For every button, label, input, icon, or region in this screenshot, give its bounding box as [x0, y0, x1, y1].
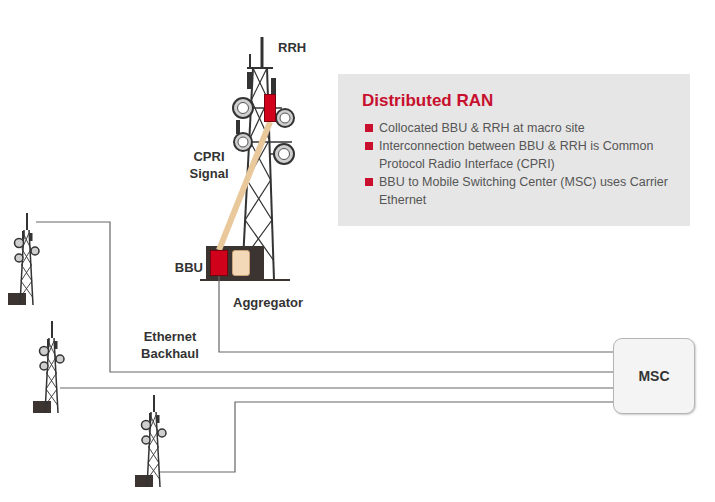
text-row: BBU to Mobile Switching Center (MSC) use…	[362, 173, 674, 209]
ethernet-backhaul-link	[219, 276, 613, 352]
text-row: MSC	[638, 368, 669, 384]
bullet-text: Interconnection between BBU & RRH is Com…	[379, 137, 674, 173]
info-panel: Distributed RAN Collocated BBU & RRH at m…	[338, 74, 690, 226]
cpri-link	[219, 122, 270, 250]
text-row: Interconnection between BBU & RRH is Com…	[362, 137, 674, 173]
backhaul-wires	[36, 222, 613, 472]
signal-label: CPRI Signal	[183, 148, 235, 182]
node-label: Aggregator	[233, 295, 303, 310]
bbu-unit: BBU	[210, 250, 228, 276]
small-tower	[33, 321, 64, 413]
backhaul-label: Ethernet Backhaul	[134, 328, 206, 362]
node-label: RRH	[278, 40, 306, 55]
bullet-square	[365, 124, 373, 132]
small-tower	[8, 213, 39, 305]
node-label: MSC	[638, 368, 669, 384]
bullet-text: Collocated BBU & RRH at macro site	[379, 119, 674, 137]
text-row: Collocated BBU & RRH at macro site	[362, 119, 674, 137]
aggregator-unit: Aggregator	[232, 250, 250, 276]
msc-box: MSC	[613, 338, 695, 414]
node-label: BBU	[175, 260, 203, 275]
bullet-square	[365, 178, 373, 186]
rrh-unit: RRH	[264, 94, 276, 122]
bullet-text: BBU to Mobile Switching Center (MSC) use…	[379, 173, 674, 209]
small-tower	[135, 395, 166, 487]
text-row: Distributed RAN	[362, 91, 674, 111]
panel-title: Distributed RAN	[362, 91, 674, 111]
bullet-square	[365, 142, 373, 150]
